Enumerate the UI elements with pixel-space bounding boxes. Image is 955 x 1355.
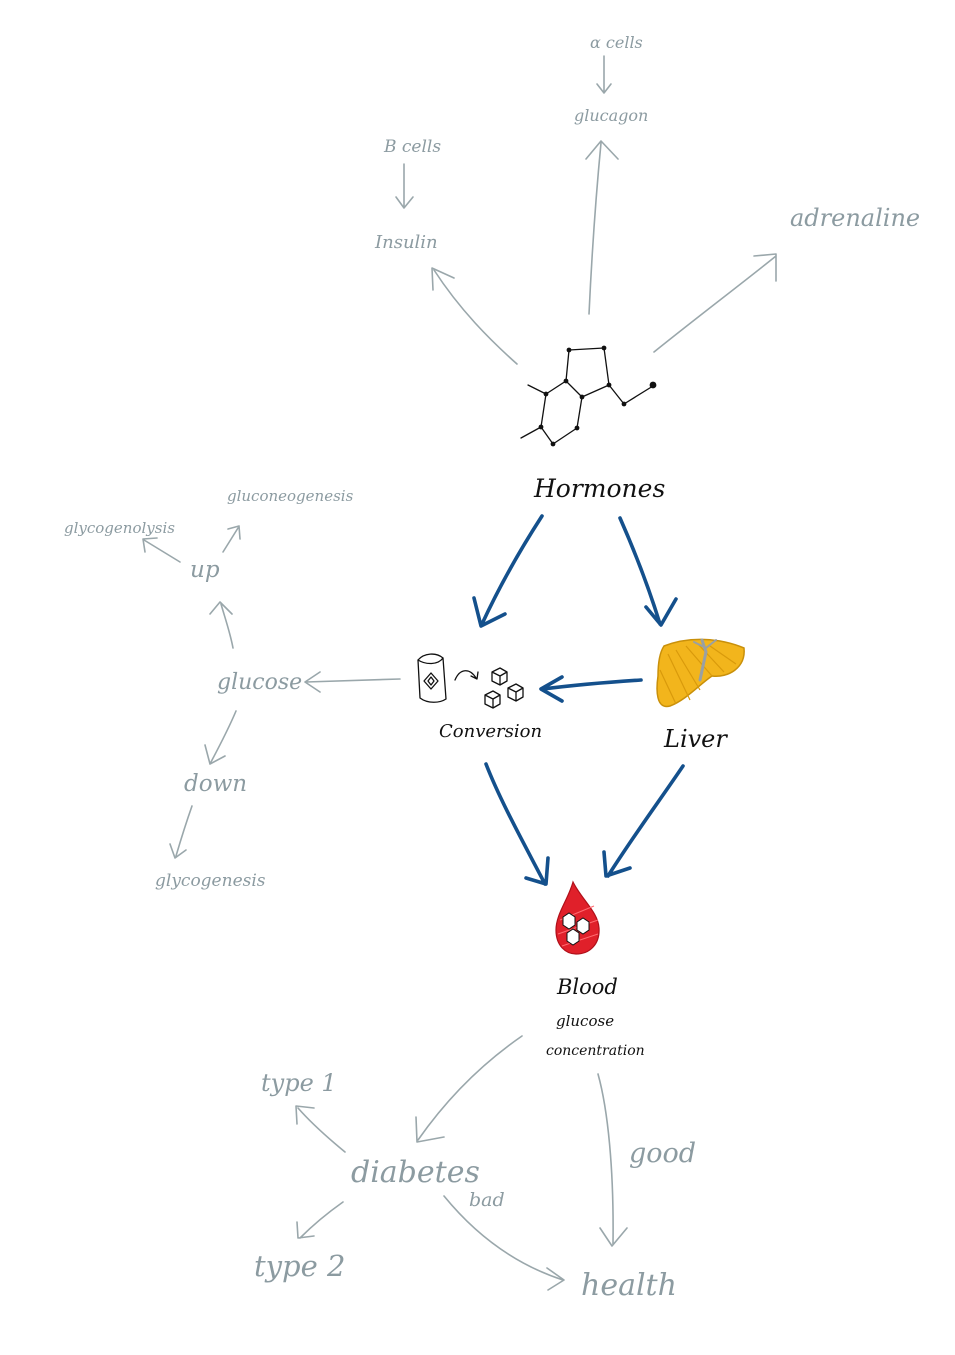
- blood-to-diabetes-arrow: [415, 1035, 523, 1143]
- liver-label: Liver: [663, 725, 728, 753]
- glucagon-label: glucagon: [574, 106, 648, 125]
- conversion-to-glucose-arrow: [304, 671, 401, 693]
- hormones-to-insulin-arrow: [431, 267, 518, 365]
- diabetes-to-type1-arrow: [295, 1105, 346, 1153]
- glycogenesis-label: glycogenesis: [155, 871, 266, 891]
- blood-drop-icon: [555, 880, 600, 955]
- liver-to-blood-arrow: [602, 764, 685, 878]
- glucose-to-up-arrow: [209, 601, 234, 649]
- glucose-small-label: glucose: [556, 1012, 614, 1030]
- hormones-to-conversion-arrow: [472, 514, 544, 628]
- hormones-to-glucagon-arrow: [585, 140, 619, 315]
- up-to-gluconeogenesis-arrow: [222, 525, 241, 553]
- conversion-icon: [417, 653, 524, 709]
- health-label: health: [581, 1268, 677, 1303]
- concentration-label: concentration: [546, 1043, 645, 1059]
- type2-label: type 2: [254, 1249, 345, 1283]
- glucose-label: glucose: [217, 670, 302, 695]
- diabetes-to-health-arrow: [443, 1195, 565, 1291]
- blood-to-health-arrow: [597, 1073, 628, 1247]
- adrenaline-label: adrenaline: [790, 204, 920, 232]
- up-to-glycogenolysis-arrow: [142, 537, 181, 563]
- liver-to-conversion-arrow: [539, 675, 643, 703]
- down-label: down: [184, 771, 247, 797]
- insulin-label: Insulin: [374, 232, 438, 253]
- beta-cells-label: B cells: [383, 137, 441, 157]
- glycogenolysis-label: glycogenolysis: [64, 519, 175, 537]
- conversion-label: Conversion: [439, 721, 542, 742]
- diabetes-label: diabetes: [351, 1155, 480, 1190]
- up-label: up: [190, 557, 220, 583]
- beta-to-insulin-arrow: [395, 163, 414, 209]
- hormones-to-adrenaline-arrow: [653, 253, 777, 353]
- diabetes-to-type2-arrow: [296, 1201, 344, 1239]
- conversion-to-blood-arrow: [484, 762, 550, 886]
- type1-label: type 1: [261, 1069, 337, 1097]
- liver-icon: [656, 638, 745, 708]
- down-to-glycogenesis-arrow: [169, 805, 193, 859]
- hormones-label: Hormones: [533, 474, 665, 503]
- alpha-cells-label: α cells: [590, 33, 643, 52]
- bad-label: bad: [469, 1189, 505, 1211]
- blood-label: Blood: [556, 975, 618, 999]
- alpha-to-glucagon-arrow: [596, 55, 612, 94]
- molecule-icon: [520, 345, 657, 447]
- gluconeogenesis-label: gluconeogenesis: [227, 487, 354, 505]
- glucose-to-down-arrow: [204, 710, 237, 765]
- good-label: good: [629, 1138, 696, 1169]
- hormones-to-liver-arrow: [618, 516, 678, 627]
